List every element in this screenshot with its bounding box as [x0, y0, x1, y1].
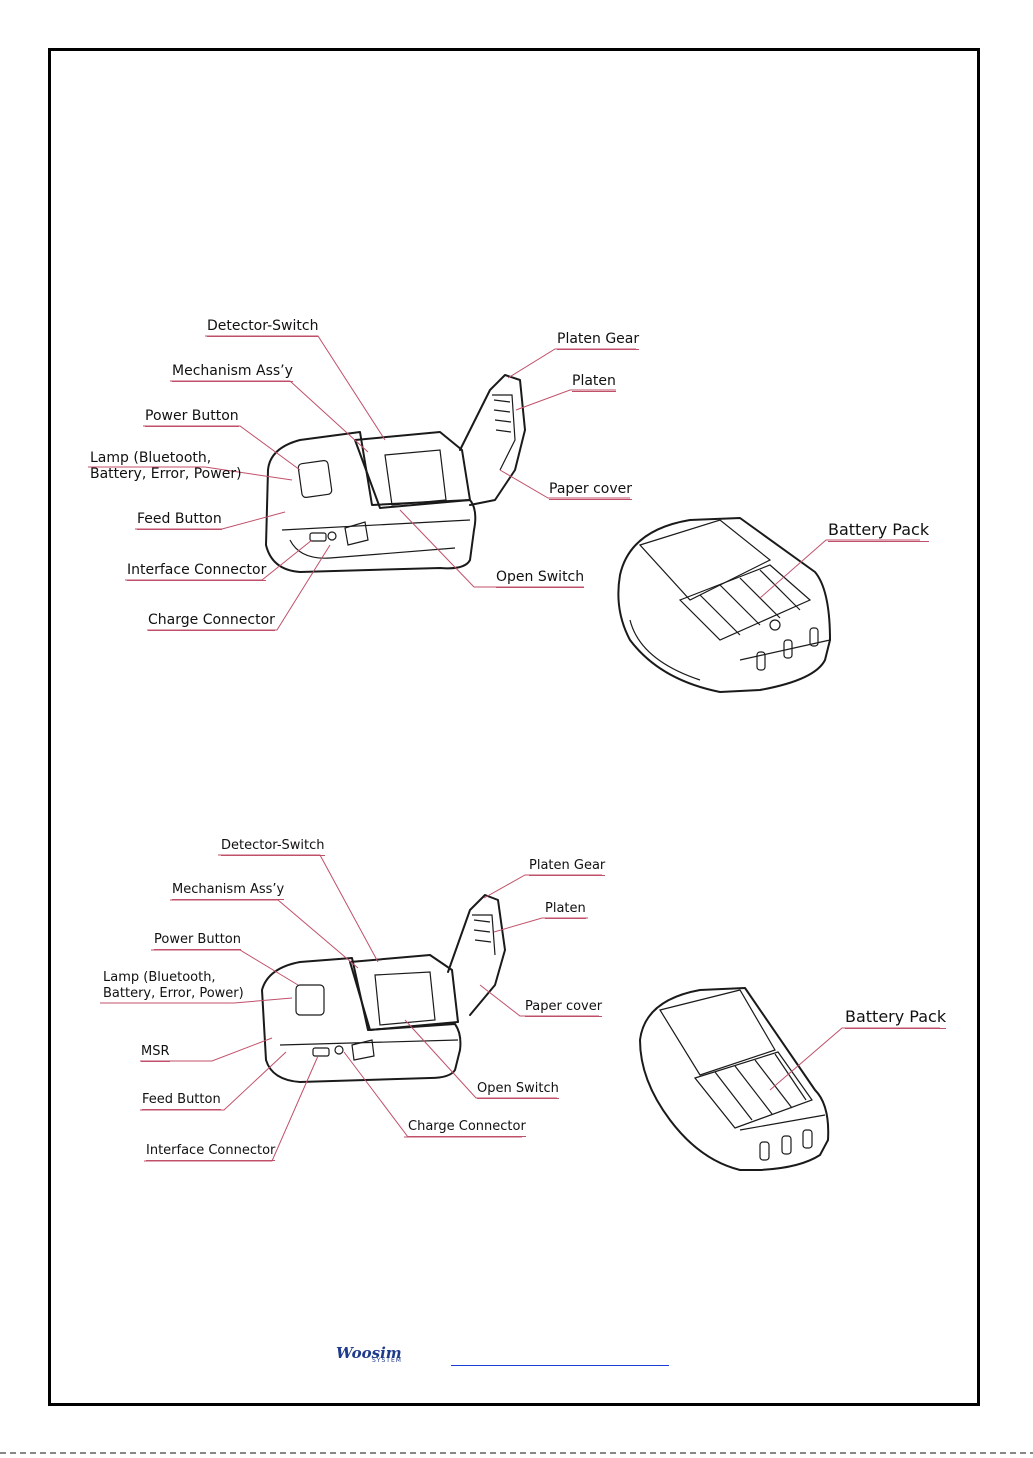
label-mechanism-bottom: Mechanism Ass’y: [172, 882, 285, 900]
label-detector-switch-bottom: Detector-Switch: [221, 838, 325, 856]
woosim-logo-sub: SYSTEM: [372, 1357, 402, 1364]
website-link[interactable]: [451, 1351, 669, 1366]
page-bottom-dashes: [0, 1452, 1033, 1454]
label-feed-button-top: Feed Button: [137, 511, 222, 530]
label-charge-connector-top: Charge Connector: [148, 612, 275, 631]
label-open-switch-top: Open Switch: [496, 569, 585, 588]
label-detector-switch-top: Detector-Switch: [207, 318, 319, 337]
label-interface-connector-top: Interface Connector: [127, 562, 267, 581]
label-power-button-top: Power Button: [145, 408, 239, 427]
open-printer-top: [265, 374, 526, 573]
label-platen-top: Platen: [572, 373, 616, 392]
closed-printer-bottom: [639, 987, 830, 1171]
label-platen-bottom: Platen: [545, 901, 586, 919]
label-interface-connector-bottom: Interface Connector: [146, 1143, 276, 1161]
label-open-switch-bottom: Open Switch: [477, 1081, 559, 1099]
label-lamp-line1-top: Lamp (Bluetooth,: [90, 450, 212, 466]
label-paper-cover-bottom: Paper cover: [525, 999, 603, 1017]
label-lamp-line2-top: Battery, Error, Power): [90, 466, 242, 482]
label-mechanism-top: Mechanism Ass’y: [172, 363, 293, 382]
label-battery-pack-top: Battery Pack: [828, 521, 930, 542]
open-printer-bottom: [261, 894, 506, 1083]
page-border: [48, 48, 980, 1406]
label-charge-connector-bottom: Charge Connector: [408, 1119, 526, 1137]
label-platen-gear-top: Platen Gear: [557, 331, 640, 350]
label-paper-cover-top: Paper cover: [549, 481, 633, 500]
label-power-button-bottom: Power Button: [154, 932, 241, 950]
label-platen-gear-bottom: Platen Gear: [529, 858, 606, 876]
bottom-leader-lines: [100, 854, 940, 1162]
woosim-logo: Woosim: [336, 1344, 402, 1362]
label-battery-pack-bottom: Battery Pack: [845, 1008, 947, 1029]
label-lamp-line1-bottom: Lamp (Bluetooth,: [103, 970, 216, 985]
closed-printer-top: [617, 517, 831, 693]
label-lamp-line2-bottom: Battery, Error, Power): [103, 986, 244, 1001]
label-msr-bottom: MSR: [141, 1044, 170, 1062]
label-feed-button-bottom: Feed Button: [142, 1092, 221, 1110]
